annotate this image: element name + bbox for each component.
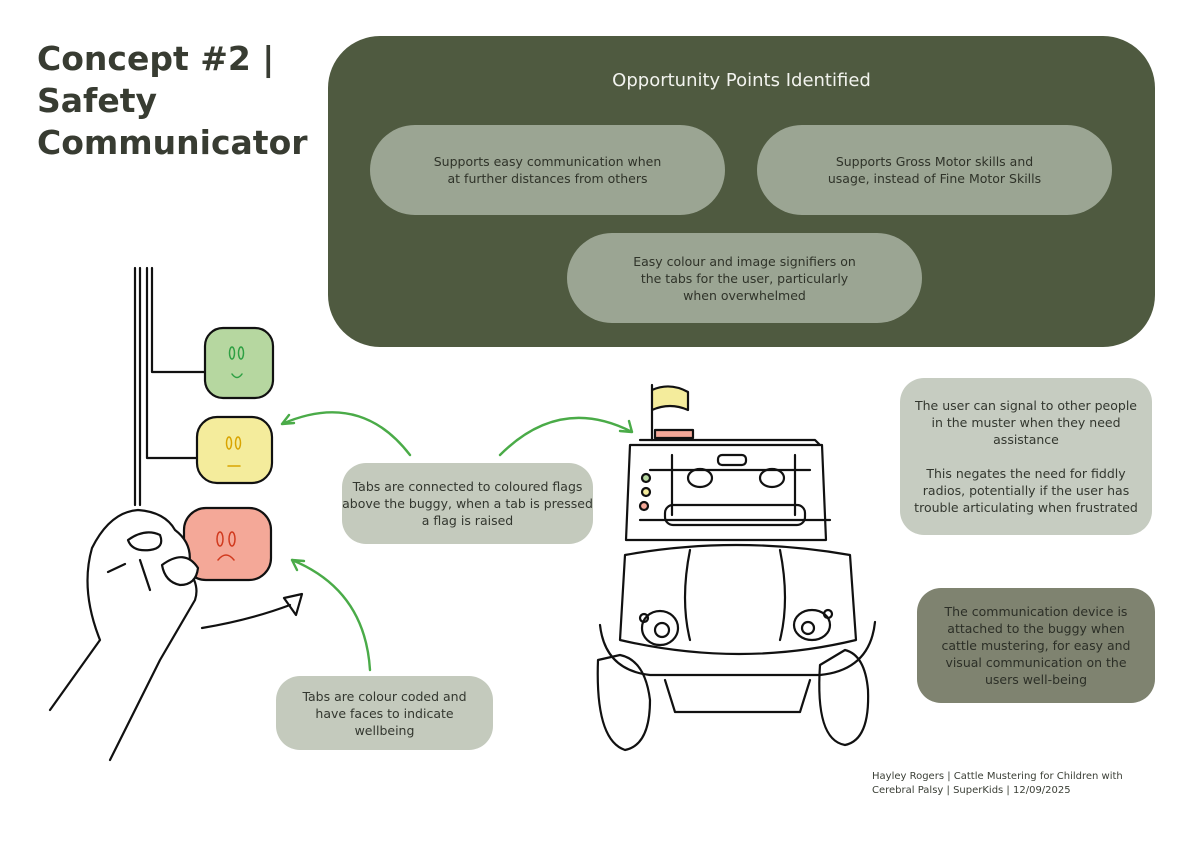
- footer-credit: Hayley Rogers | Cattle Mustering for Chi…: [872, 771, 1123, 796]
- callout-tabs-connected: Tabs are connected to coloured flags abo…: [342, 463, 593, 544]
- opportunity-point: Supports easy communication when at furt…: [370, 125, 725, 215]
- opportunity-point: Supports Gross Motor skills and usage, i…: [757, 125, 1112, 215]
- opportunity-heading: Opportunity Points Identified: [612, 70, 871, 91]
- callout-text: The communication device is attached to …: [941, 604, 1131, 687]
- hand-sketch: [48, 508, 200, 762]
- buggy-sketch: [596, 383, 877, 752]
- callout-signal: The user can signal to other people in t…: [900, 378, 1152, 535]
- callout-text: Tabs are colour coded and have faces to …: [302, 688, 467, 738]
- callout-arrows: [280, 411, 634, 672]
- opportunity-point: Easy colour and image signifiers on the …: [567, 233, 922, 323]
- callout-tabs-coded: Tabs are colour coded and have faces to …: [276, 676, 493, 750]
- device-cords: [133, 266, 208, 507]
- callout-attached: The communication device is attached to …: [917, 588, 1155, 703]
- callout-text: Tabs are connected to coloured flags abo…: [342, 479, 593, 528]
- green-happy-tab: [203, 326, 275, 400]
- press-arrow: [200, 592, 304, 630]
- callout-text: The user can signal to other people in t…: [914, 398, 1138, 515]
- page-title: Concept #2 | Safety Communicator: [37, 39, 308, 162]
- yellow-neutral-tab: [195, 415, 274, 485]
